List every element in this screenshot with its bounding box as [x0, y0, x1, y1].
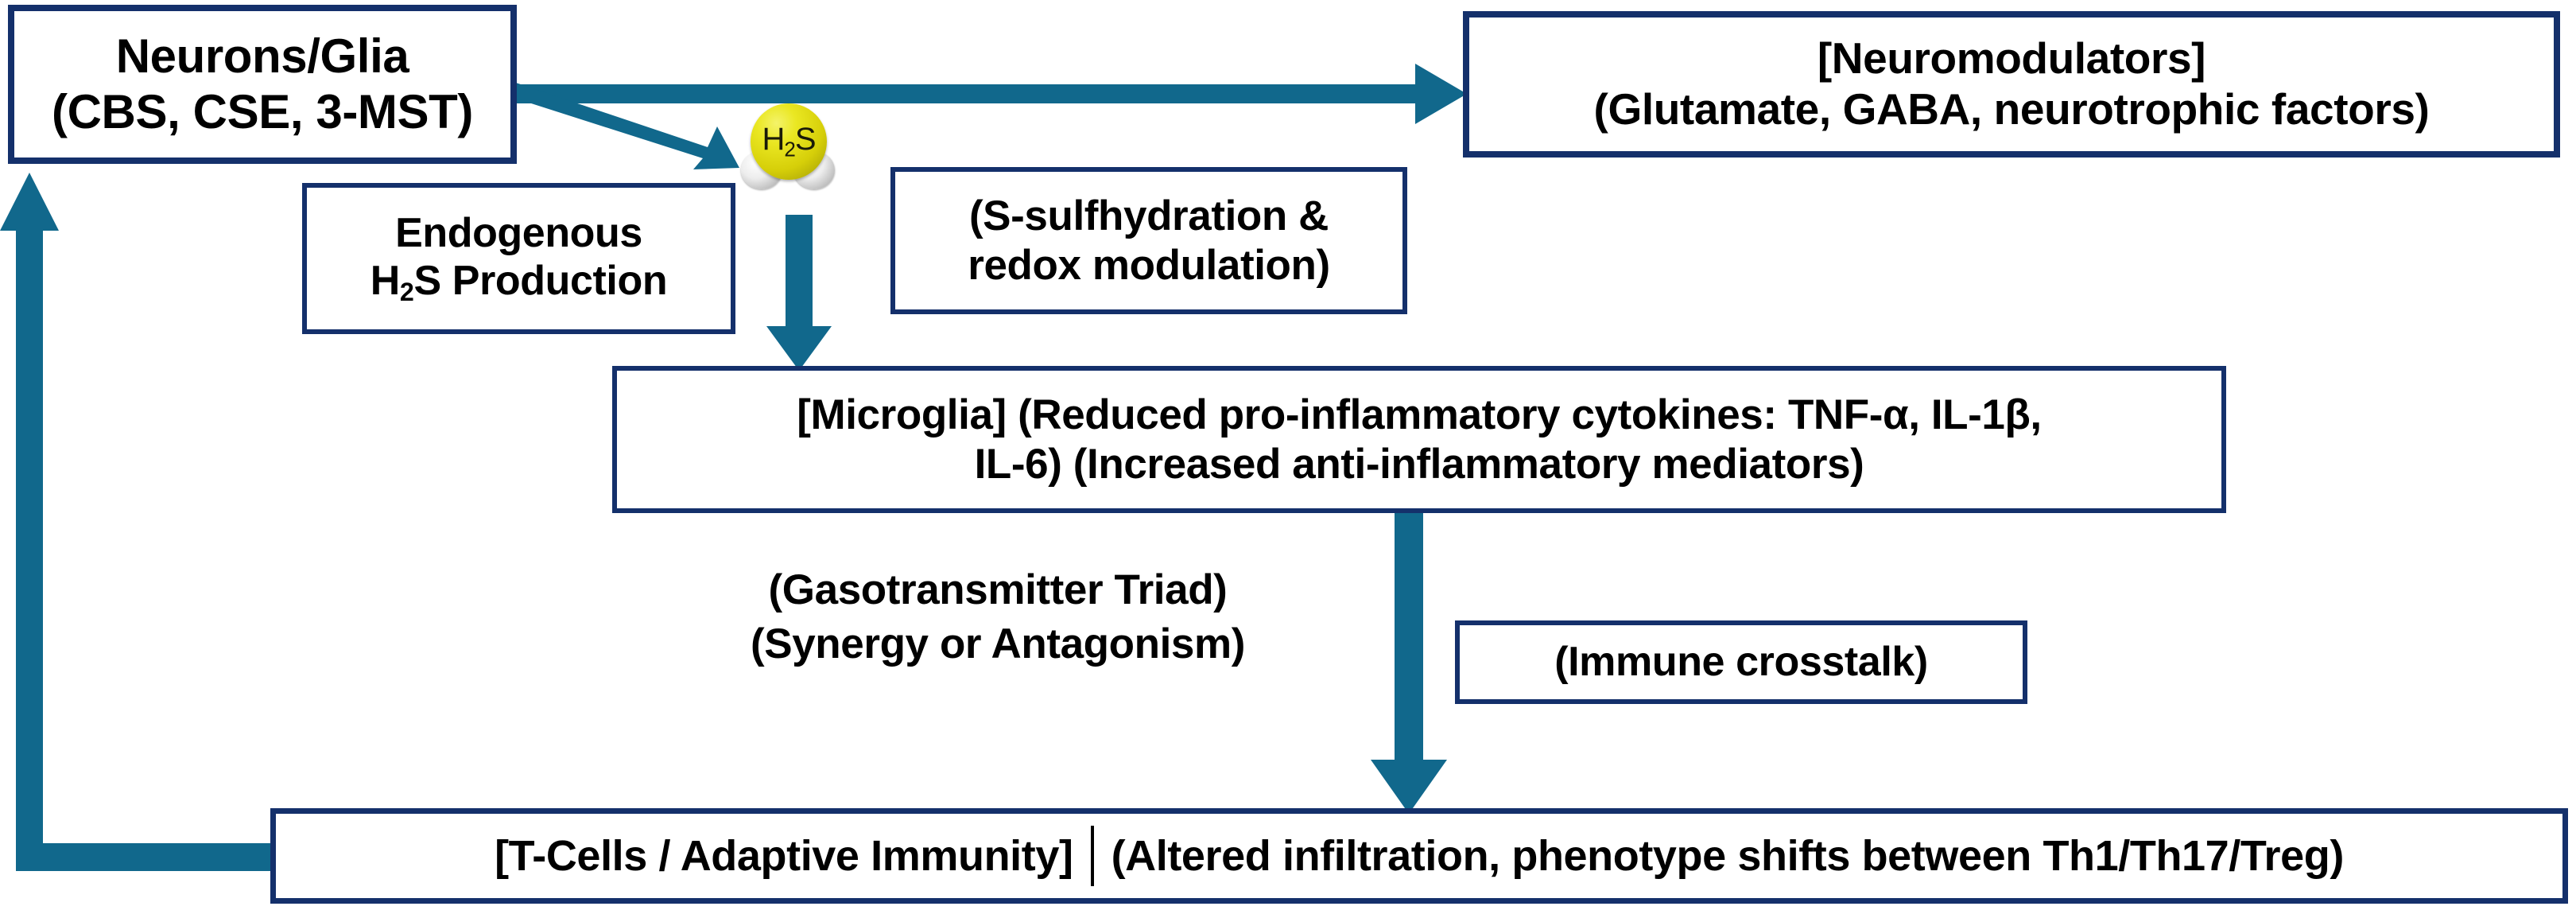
node-immune-crosstalk[interactable]: (Immune crosstalk) — [1455, 620, 2027, 704]
node-endogenous-h2s-production[interactable]: Endogenous H2S Production — [302, 183, 735, 334]
microglia-line1: [Microglia] (Reduced pro-inflammatory cy… — [797, 391, 2042, 439]
arrow-h2s-to-microglia — [766, 215, 832, 371]
sulfhydration-line1: (S-sulfhydration & — [968, 193, 1329, 240]
sulfhydration-line2: redox modulation) — [968, 241, 1330, 289]
gasotransmitter-line1: (Gasotransmitter Triad) — [768, 566, 1228, 613]
neurons-glia-line2: (CBS, CSE, 3-MST) — [52, 85, 473, 138]
arrow-microglia-to-tcells — [1371, 513, 1447, 814]
h2s-formula-label: H2S — [762, 122, 817, 161]
arrow-neurons-to-neuromodulators — [509, 64, 1467, 124]
endogenous-line1: Endogenous — [395, 210, 642, 257]
neuromodulators-line1: [Neuromodulators] — [1817, 33, 2206, 84]
tcells-right-label: (Altered infiltration, phenotype shifts … — [1111, 831, 2345, 880]
node-microglia[interactable]: [Microglia] (Reduced pro-inflammatory cy… — [612, 366, 2226, 513]
endogenous-subscript: 2 — [399, 278, 414, 307]
label-gasotransmitter-triad: (Gasotransmitter Triad) (Synergy or Anta… — [684, 563, 1312, 671]
endogenous-line2: H2S Production — [315, 257, 723, 307]
neurons-glia-line1: Neurons/Glia — [115, 29, 409, 84]
gasotransmitter-line2: (Synergy or Antagonism) — [751, 620, 1245, 667]
tcells-left-label: [T-Cells / Adaptive Immunity] — [495, 831, 1073, 880]
h2s-h: H — [762, 122, 785, 158]
arrow-neurons-to-h2s — [509, 80, 739, 169]
immune-crosstalk-label: (Immune crosstalk) — [1554, 639, 1928, 686]
node-sulfhydration-redox[interactable]: (S-sulfhydration & redox modulation) — [890, 167, 1407, 314]
node-neuromodulators[interactable]: [Neuromodulators] (Glutamate, GABA, neur… — [1463, 11, 2560, 158]
neuromodulators-line2: (Glutamate, GABA, neurotrophic factors) — [1593, 84, 2430, 134]
h2s-s: S — [794, 122, 817, 158]
h2s-molecule-icon: H2S — [739, 102, 838, 200]
endogenous-h: H — [370, 258, 401, 305]
node-tcells-adaptive-immunity[interactable]: [T-Cells / Adaptive Immunity] (Altered i… — [270, 808, 2568, 904]
arrow-tcells-to-neurons-feedback — [0, 173, 286, 871]
h2s-sub: 2 — [784, 137, 796, 161]
microglia-line2: IL-6) (Increased anti-inflammatory media… — [974, 440, 1864, 488]
node-neurons-glia[interactable]: Neurons/Glia (CBS, CSE, 3-MST) — [8, 5, 517, 164]
sulfur-atom-icon: H2S — [751, 103, 827, 180]
tcells-divider — [1090, 826, 1094, 886]
endogenous-rest: S Production — [413, 258, 668, 305]
